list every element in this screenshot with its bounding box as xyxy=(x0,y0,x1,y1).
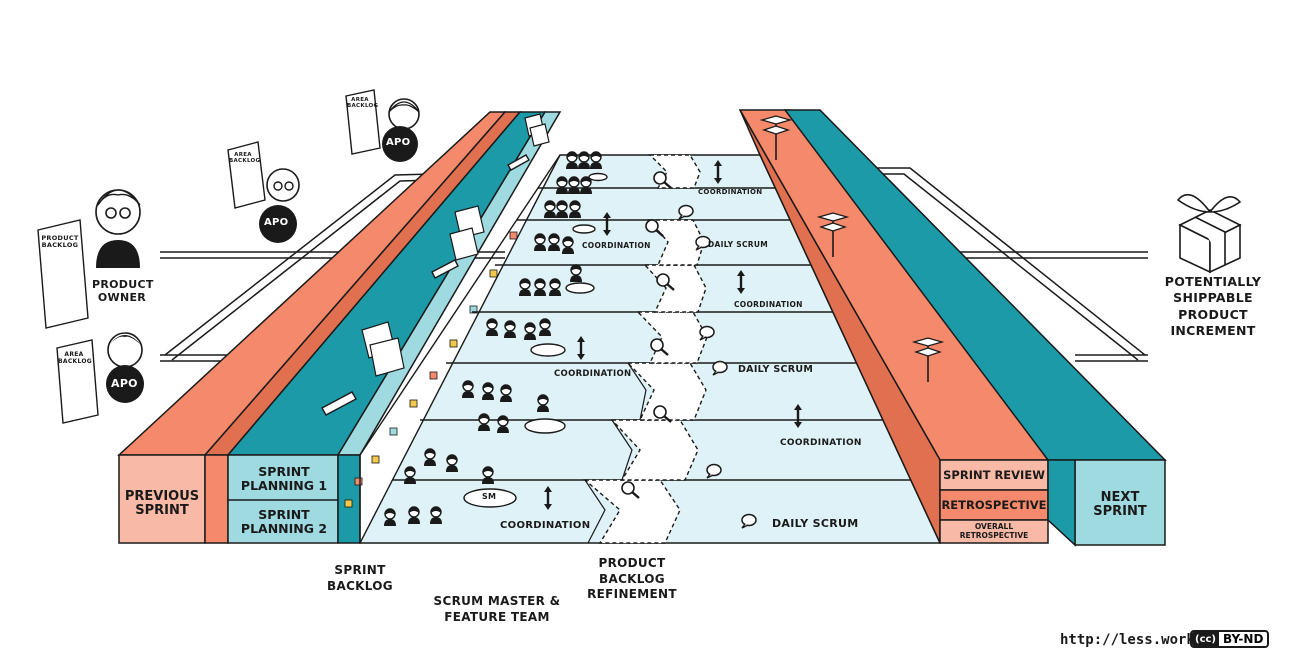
person-icon xyxy=(577,151,591,170)
sticky-note-icon xyxy=(344,231,518,508)
person-icon xyxy=(445,454,459,473)
area-product-owner-figure xyxy=(56,332,144,424)
lane-chevrons xyxy=(584,362,647,544)
previous-sprint-label: PREVIOUS SPRINT xyxy=(124,488,200,518)
person-icon xyxy=(565,151,579,170)
person-icon xyxy=(403,466,417,485)
area-backlog-doc-label: AREA BACKLOG xyxy=(229,152,261,165)
person-icon xyxy=(429,506,443,525)
sprint-backlog-label: SPRINT BACKLOG xyxy=(327,563,393,593)
person-icon xyxy=(589,151,603,170)
document-icon xyxy=(361,113,550,377)
person-icon xyxy=(536,394,550,413)
person-icon xyxy=(518,278,532,297)
person-icon xyxy=(568,200,582,219)
person-icon xyxy=(461,380,475,399)
product-backlog-refinement-label: PRODUCT BACKLOG REFINEMENT xyxy=(587,556,677,602)
sprint-planning-2-label: SPRINT PLANNING 2 xyxy=(240,507,328,536)
person-icon xyxy=(543,200,557,219)
apo-badge: APO xyxy=(111,377,138,390)
coordination-label: COORDINATION xyxy=(582,241,651,250)
next-sprint-label: NEXT SPRINT xyxy=(1093,489,1147,519)
scrum-master-badges xyxy=(463,172,608,508)
person-icon xyxy=(407,506,421,525)
area-product-owner-figure xyxy=(227,141,300,243)
person-icon xyxy=(548,278,562,297)
person-icon xyxy=(547,233,561,252)
coordination-label: COORDINATION xyxy=(554,369,632,379)
person-icon xyxy=(499,384,513,403)
license-text: BY-ND xyxy=(1223,632,1264,646)
sprint-review-wall xyxy=(738,109,1050,544)
product-owner-label: PRODUCT OWNER xyxy=(92,278,154,305)
daily-scrum-label: DAILY SCRUM xyxy=(708,240,769,249)
refinement-column xyxy=(583,154,708,544)
person-icon xyxy=(569,264,583,283)
sm-badge: SM xyxy=(482,492,497,501)
next-sprint-wall xyxy=(783,109,1167,547)
person-icon xyxy=(555,176,569,195)
area-backlog-doc-label: AREA BACKLOG xyxy=(58,351,93,365)
marker-icon xyxy=(321,154,530,416)
person-icon xyxy=(383,508,397,527)
person-icon xyxy=(533,278,547,297)
person-icon xyxy=(423,448,437,467)
overall-retrospective-label: OVERALL RETROSPECTIVE xyxy=(959,522,1029,540)
previous-sprint-wall xyxy=(117,111,522,544)
area-product-owner-figure xyxy=(345,89,420,162)
product-backlog-doc-label: PRODUCT BACKLOG xyxy=(41,234,79,250)
person-icon xyxy=(561,236,575,255)
license-badge[interactable]: (cc) BY-ND xyxy=(1190,630,1270,648)
person-icon xyxy=(481,466,495,485)
less-works-link[interactable]: http://less.works xyxy=(1060,632,1204,648)
potentially-shippable-label: POTENTIALLY SHIPPABLE PRODUCT INCREMENT xyxy=(1164,274,1262,338)
retrospective-label: RETROSPECTIVE xyxy=(941,497,1047,512)
area-backlog-doc-label: AREA BACKLOG xyxy=(347,97,379,110)
cc-icon: (cc) xyxy=(1192,632,1219,646)
apo-badge: APO xyxy=(264,217,289,228)
daily-scrum-label: DAILY SCRUM xyxy=(738,364,814,375)
coordination-label: COORDINATION xyxy=(698,188,763,196)
person-icon xyxy=(567,176,581,195)
person-icon xyxy=(523,322,537,341)
coordination-label: COORDINATION xyxy=(734,300,803,309)
product-owner-figure xyxy=(37,189,141,329)
coordination-label: COORDINATION xyxy=(780,438,862,448)
sprint-planning-1-label: SPRINT PLANNING 1 xyxy=(240,464,328,493)
person-icon xyxy=(477,413,491,432)
person-icon xyxy=(538,318,552,337)
apo-badge: APO xyxy=(386,137,411,148)
person-icon xyxy=(481,382,495,401)
gift-box-icon xyxy=(1176,193,1242,274)
person-icon xyxy=(533,233,547,252)
person-icon xyxy=(503,320,517,339)
sprint-review-label: SPRINT REVIEW xyxy=(943,467,1045,482)
daily-scrum-label: DAILY SCRUM xyxy=(772,517,859,530)
person-icon xyxy=(496,415,510,434)
person-icon xyxy=(555,200,569,219)
coordination-label: COORDINATION xyxy=(500,520,591,531)
person-icon xyxy=(485,318,499,337)
scrum-master-team-label: SCRUM MASTER & FEATURE TEAM xyxy=(433,594,561,624)
